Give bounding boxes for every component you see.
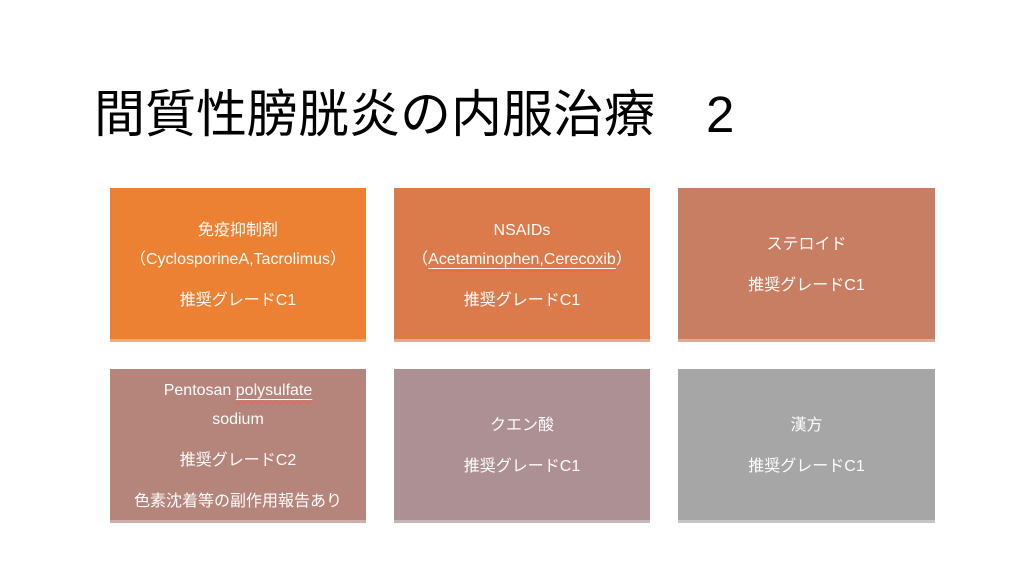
treatment-card-pentosan: Pentosan polysulfate sodium 推奨グレードC2 色素沈… xyxy=(110,369,366,523)
recommendation-grade: 推奨グレードC1 xyxy=(463,458,581,475)
drug-name: Pentosan polysulfate sodium xyxy=(163,382,313,428)
page-title: 間質性膀胱炎の内服治療 2 xyxy=(94,86,735,143)
treatment-cards-grid: 免疫抑制剤 （CyclosporineA,Tacrolimus） 推奨グレードC… xyxy=(110,188,935,523)
recommendation-grade: 推奨グレードC1 xyxy=(748,458,865,475)
treatment-card-immunosuppressant: 免疫抑制剤 （CyclosporineA,Tacrolimus） 推奨グレードC… xyxy=(110,188,366,342)
treatment-card-nsaids: NSAIDs （Acetaminophen,Cerecoxib） 推奨グレードC… xyxy=(394,188,650,342)
recommendation-grade: 推奨グレードC1 xyxy=(748,277,865,294)
spellcheck-underlined-text: Acetaminophen,Cerecoxib xyxy=(428,250,616,268)
spellcheck-underlined-text: polysulfate xyxy=(235,382,313,399)
drug-name: NSAIDs （Acetaminophen,Cerecoxib） xyxy=(412,221,632,268)
recommendation-grade: 推奨グレードC1 xyxy=(179,291,297,309)
treatment-card-citric-acid: クエン酸 推奨グレードC1 xyxy=(394,369,650,523)
drug-name: クエン酸 xyxy=(489,417,554,434)
drug-name: ステロイド xyxy=(766,236,847,253)
recommendation-grade: 推奨グレードC2 xyxy=(179,452,297,469)
drug-name: 免疫抑制剤 （CyclosporineA,Tacrolimus） xyxy=(129,221,347,268)
drug-name: 漢方 xyxy=(790,417,823,434)
recommendation-grade: 推奨グレードC1 xyxy=(463,291,581,309)
treatment-card-kampo: 漢方 推奨グレードC1 xyxy=(678,369,935,523)
treatment-card-steroid: ステロイド 推奨グレードC1 xyxy=(678,188,935,342)
side-effect-note: 色素沈着等の副作用報告あり xyxy=(133,493,342,510)
